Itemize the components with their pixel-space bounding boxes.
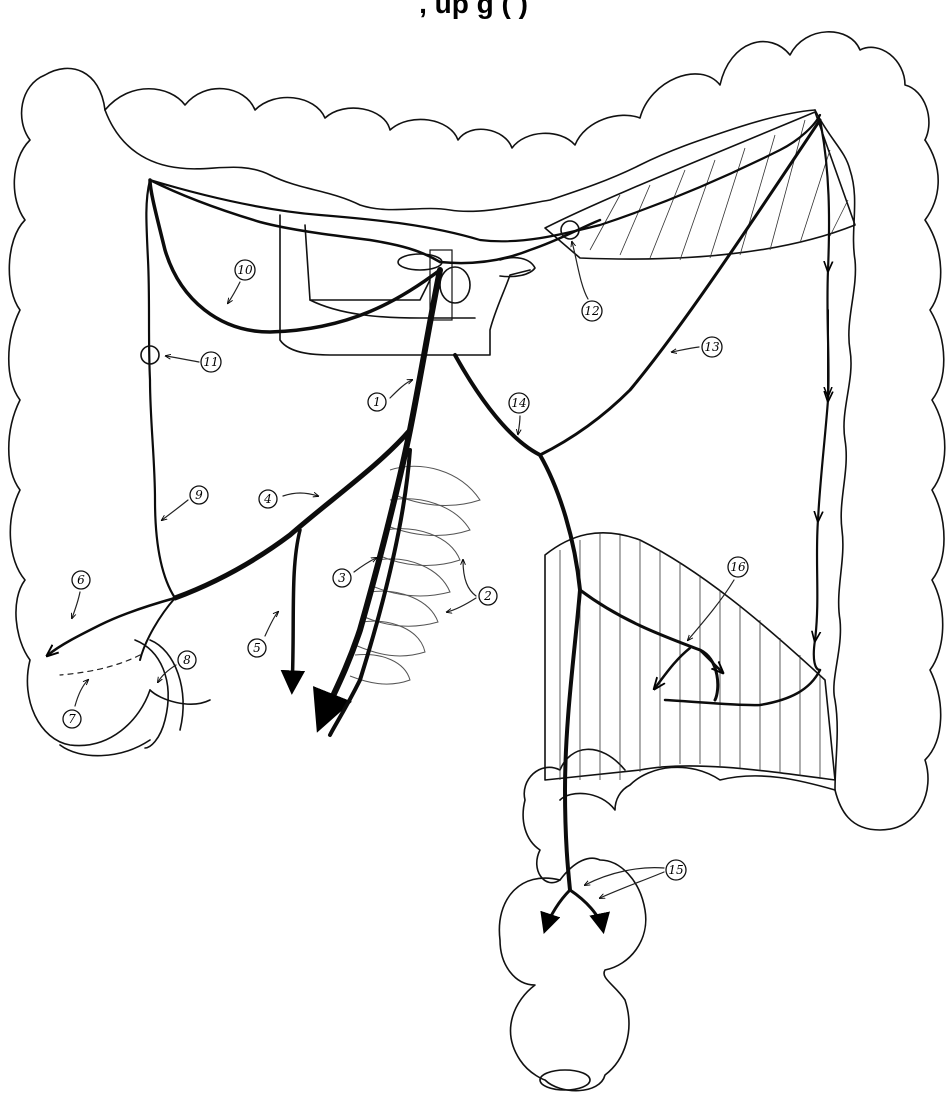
sigmoid-arteries: [580, 590, 718, 700]
svg-text:4: 4: [263, 492, 272, 506]
svg-text:16: 16: [730, 560, 746, 574]
inferior-mesenteric-artery: [455, 355, 580, 890]
svg-text:10: 10: [237, 263, 253, 277]
label-9: 9: [162, 486, 208, 520]
label-13: 13: [672, 337, 722, 357]
ileal-branch: [292, 530, 300, 690]
label-15: 15: [585, 860, 686, 898]
label-11: 11: [166, 352, 221, 372]
svg-text:11: 11: [203, 355, 218, 369]
svg-text:9: 9: [195, 488, 203, 502]
label-16: 16: [688, 557, 748, 640]
label-5: 5: [248, 612, 278, 657]
svg-text:5: 5: [253, 641, 261, 655]
svg-text:13: 13: [704, 340, 720, 354]
marginal-artery-left: [814, 120, 829, 670]
transverse-colon-upper: [9, 68, 150, 745]
svg-text:6: 6: [77, 573, 85, 587]
label-10: 10: [228, 260, 255, 303]
mesentery-hatch-lower: [545, 533, 835, 780]
svg-text:3: 3: [338, 571, 346, 585]
svg-text:2: 2: [483, 589, 492, 603]
arterial-tree: [48, 115, 829, 930]
label-14: 14: [509, 393, 529, 434]
label-6: 6: [72, 571, 90, 618]
label-8: 8: [158, 651, 196, 682]
middle-colic-artery: [150, 180, 440, 332]
svg-text:8: 8: [183, 653, 191, 667]
svg-text:7: 7: [68, 712, 76, 726]
label-12: 12: [572, 242, 602, 321]
label-2: 2: [447, 560, 497, 612]
colon-outline: [9, 32, 945, 1091]
svg-text:14: 14: [511, 396, 526, 410]
callouts: 1 2 3 4 5 6: [63, 242, 748, 898]
duodenum-region: [280, 215, 535, 355]
marginal-artery-right: [146, 180, 175, 598]
label-1: 1: [368, 380, 412, 411]
svg-text:12: 12: [584, 304, 599, 318]
left-colic-artery: [540, 120, 820, 455]
label-7: 7: [63, 680, 88, 728]
label-4: 4: [259, 490, 318, 508]
svg-text:1: 1: [373, 395, 381, 409]
label-3: 3: [333, 558, 376, 587]
svg-text:15: 15: [668, 863, 683, 877]
